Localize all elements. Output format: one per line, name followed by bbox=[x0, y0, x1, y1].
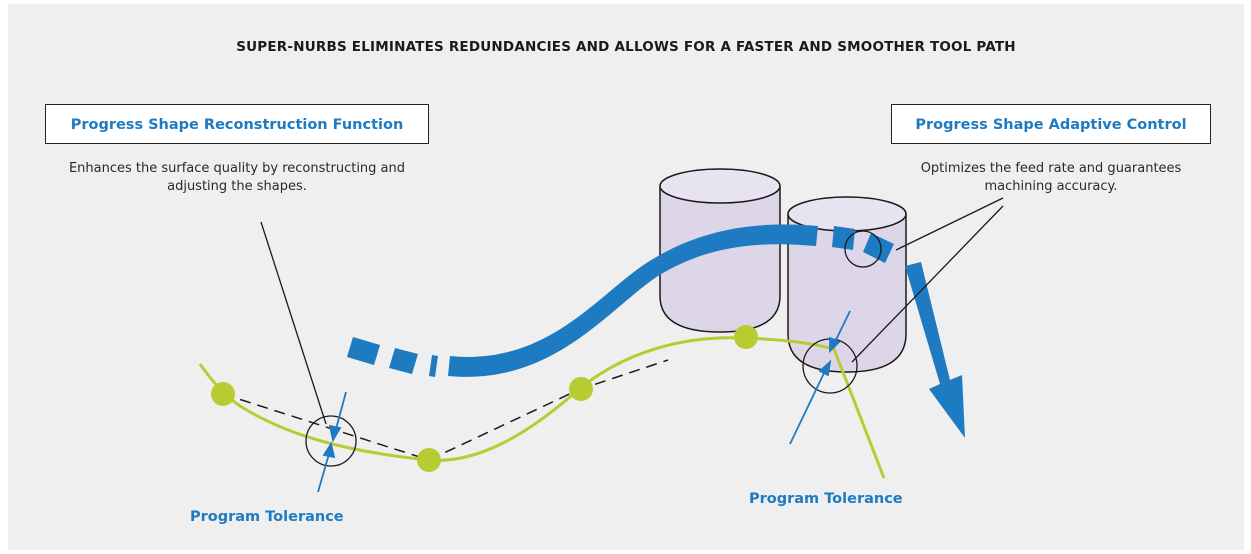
reconstruction-function-box: Progress Shape Reconstruction Function bbox=[45, 104, 429, 144]
reconstruction-function-description: Enhances the surface quality by reconstr… bbox=[44, 160, 430, 196]
control-point-1 bbox=[211, 382, 235, 406]
adaptive-description-line-1: Optimizes the feed rate and guarantees bbox=[920, 161, 1182, 176]
dashed-program-path bbox=[222, 359, 669, 461]
tolerance-arrows bbox=[317, 310, 851, 493]
blue-dash-3 bbox=[429, 355, 438, 377]
adaptive-control-description: Optimizes the feed rate and guarantees m… bbox=[881, 160, 1221, 196]
reconstruction-function-label: Progress Shape Reconstruction Function bbox=[70, 117, 404, 133]
control-point-2 bbox=[417, 448, 441, 472]
leader-lines bbox=[260, 197, 1004, 467]
control-point-3 bbox=[569, 377, 593, 401]
adaptive-control-label: Progress Shape Adaptive Control bbox=[915, 117, 1187, 133]
green-control-points bbox=[211, 325, 758, 472]
diagram-canvas: SUPER-NURBS ELIMINATES REDUNDANCIES AND … bbox=[8, 4, 1244, 550]
program-tolerance-label-right: Program Tolerance bbox=[749, 491, 903, 507]
reconstruction-description-line-2: adjusting the shapes. bbox=[167, 179, 307, 194]
diagram-title: SUPER-NURBS ELIMINATES REDUNDANCIES AND … bbox=[236, 39, 1016, 55]
control-point-4 bbox=[734, 325, 758, 349]
blue-tool-path bbox=[347, 224, 965, 438]
detail-circle-right bbox=[844, 230, 882, 268]
diagram-graphic bbox=[198, 168, 1004, 493]
blue-dash-1 bbox=[347, 337, 380, 365]
reconstruction-description-line-1: Enhances the surface quality by reconstr… bbox=[68, 161, 406, 176]
blue-dash-2 bbox=[389, 348, 418, 374]
cutting-tool-left bbox=[659, 168, 781, 333]
blue-dash-4 bbox=[832, 226, 855, 250]
blue-arrow-head bbox=[905, 262, 965, 438]
blue-dash-5 bbox=[863, 233, 894, 263]
tolerance-circle-left bbox=[305, 415, 357, 467]
adaptive-control-box: Progress Shape Adaptive Control bbox=[891, 104, 1211, 144]
adaptive-description-line-2: machining accuracy. bbox=[984, 179, 1118, 194]
program-tolerance-label-left: Program Tolerance bbox=[190, 509, 344, 525]
